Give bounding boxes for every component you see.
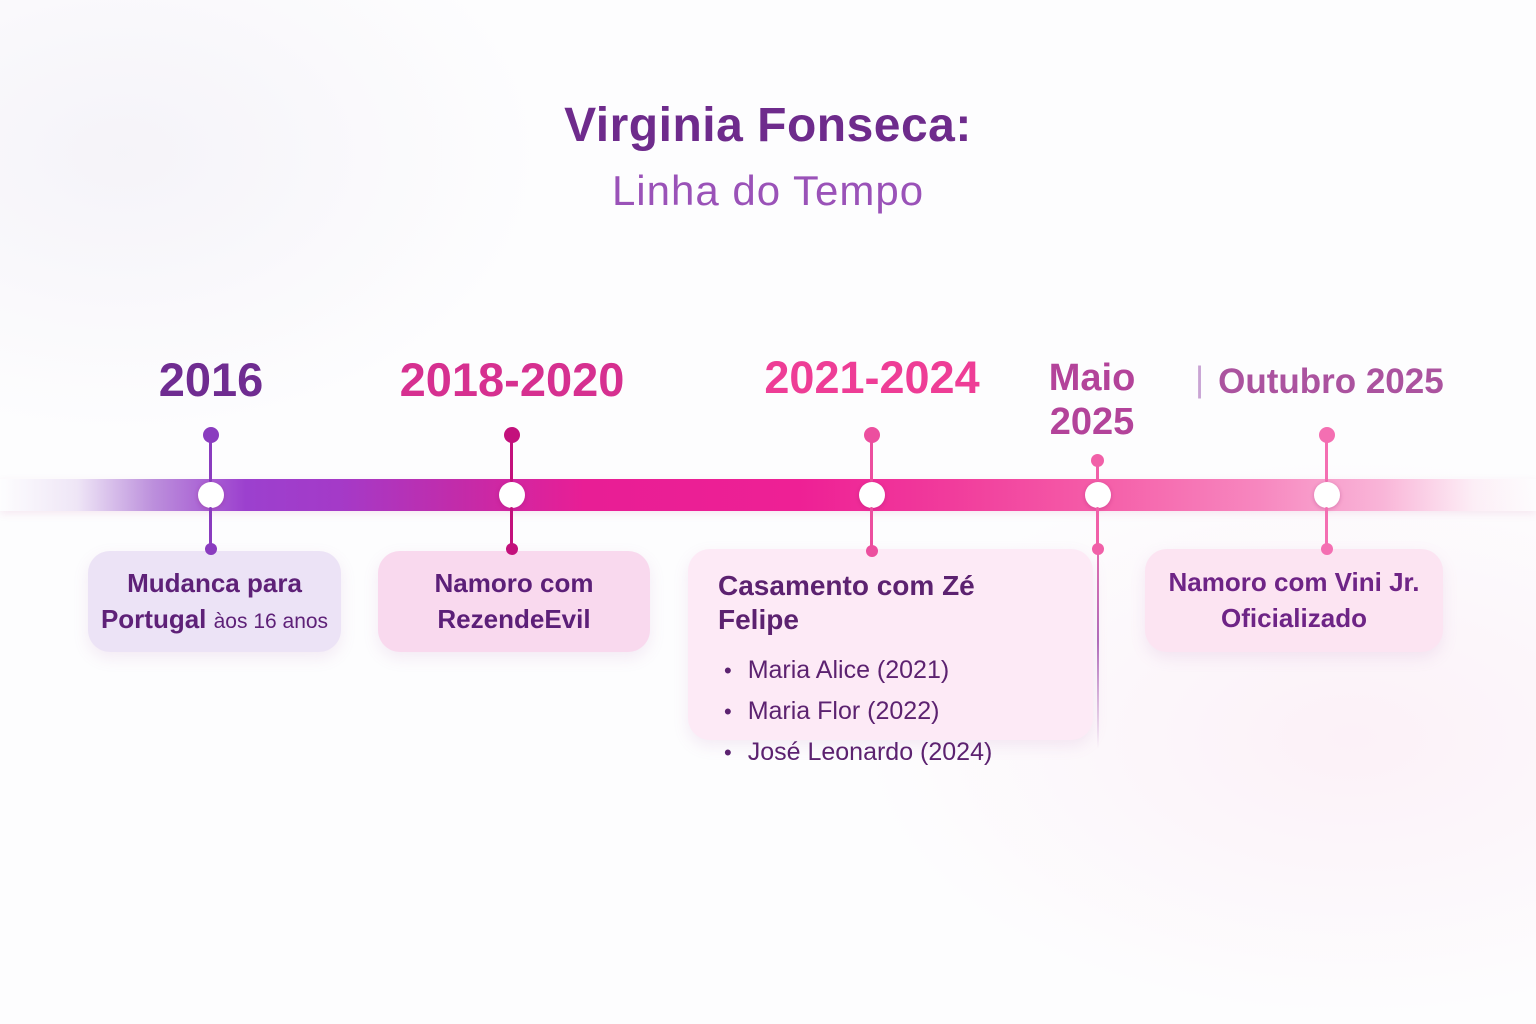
marker-stem-upper: [1325, 441, 1328, 482]
bullet-icon: •: [724, 699, 732, 725]
year-label-2018-2020: 2018-2020: [399, 353, 625, 406]
marker-extension-line: [1097, 553, 1099, 749]
year-label-maio-2025: Maio 2025: [972, 356, 1212, 444]
year-label-outubro-2025: | Outubro 2025: [1195, 360, 1475, 402]
marker-bottom-dot: [1092, 543, 1104, 555]
card-heading: Namoro com Vini Jr. Oficializado: [1168, 567, 1420, 633]
child-name: Maria Flor (2022): [747, 697, 940, 726]
list-item: • Maria Flor (2022): [718, 691, 1063, 732]
list-item: • Maria Alice (2021): [718, 650, 1063, 691]
timeline-node: [1085, 482, 1111, 508]
page-title: Virginia Fonseca: Linha do Tempo: [0, 98, 1536, 215]
marker-bottom-dot: [1321, 543, 1333, 555]
list-item: • José Leonardo (2024): [718, 732, 1063, 773]
marker-top-dot: [1091, 454, 1104, 467]
marker-stem-lower: [1325, 507, 1328, 547]
timeline-node: [198, 482, 224, 508]
event-card-mudanca-portugal: Mudanca para Portugal àos 16 anos: [88, 551, 341, 652]
event-card-vini-jr: Namoro com Vini Jr. Oficializado: [1145, 549, 1443, 652]
year-label-text: Outubro 2025: [1218, 362, 1444, 401]
child-name: José Leonardo (2024): [747, 738, 993, 767]
timeline-bar: [0, 479, 1536, 511]
marker-top-dot: [1319, 427, 1335, 443]
bullet-icon: •: [724, 740, 732, 766]
year-label-line2: 2025: [1049, 401, 1135, 443]
card-heading: Mudanca para Portugal: [100, 568, 302, 634]
card-heading: Namoro com RezendeEvil: [434, 568, 594, 634]
event-card-casamento-ze-felipe: Casamento com Zé Felipe • Maria Alice (2…: [688, 549, 1093, 766]
timeline-node: [499, 482, 525, 508]
label-separator: |: [1195, 360, 1205, 399]
marker-bottom-dot: [866, 545, 878, 557]
marker-top-dot: [203, 427, 219, 443]
event-card-rezendeevil: Namoro com RezendeEvil: [378, 551, 650, 652]
year-label-line1: Maio: [1048, 357, 1136, 399]
marker-stem-lower: [1096, 507, 1099, 547]
year-label-2021-2024: 2021-2024: [764, 352, 980, 403]
children-list: • Maria Alice (2021) • Maria Flor (2022)…: [718, 650, 1063, 773]
bullet-icon: •: [724, 658, 732, 684]
year-label-2016: 2016: [158, 353, 264, 406]
marker-stem-lower: [870, 507, 873, 549]
marker-stem-upper: [1096, 465, 1099, 482]
marker-stem-lower: [510, 507, 513, 547]
marker-bottom-dot: [205, 543, 217, 555]
marker-stem-upper: [870, 441, 873, 482]
timeline-node: [859, 482, 885, 508]
marker-top-dot: [864, 427, 880, 443]
timeline-node: [1314, 482, 1340, 508]
card-heading: Casamento com Zé Felipe: [718, 570, 975, 635]
marker-stem-upper: [209, 441, 212, 482]
marker-stem-lower: [209, 507, 212, 547]
marker-bottom-dot: [506, 543, 518, 555]
card-note: àos 16 anos: [213, 609, 329, 633]
marker-stem-upper: [510, 441, 513, 482]
child-name: Maria Alice (2021): [747, 656, 950, 685]
title-line1: Virginia Fonseca:: [564, 99, 972, 152]
title-line2: Linha do Tempo: [611, 167, 925, 214]
marker-top-dot: [504, 427, 520, 443]
